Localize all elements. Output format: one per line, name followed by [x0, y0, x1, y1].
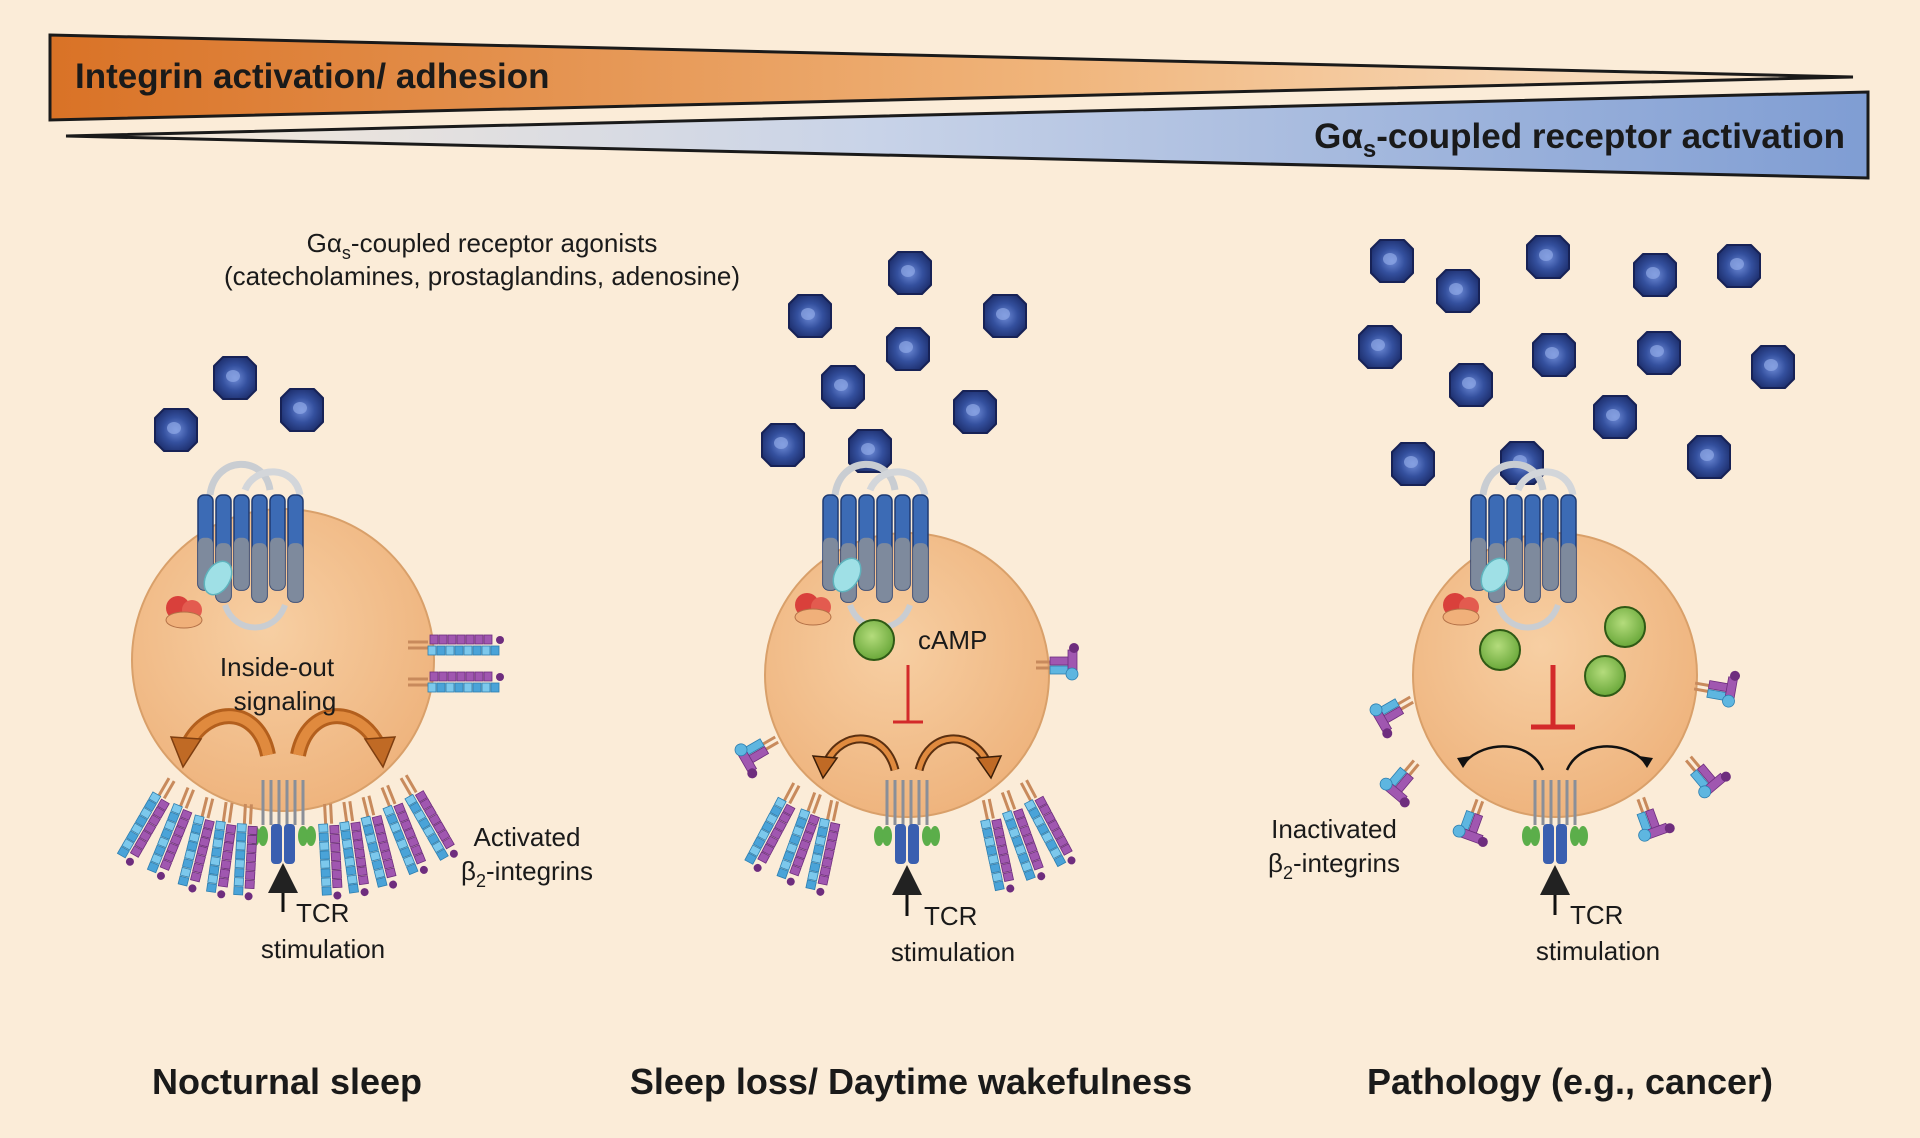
panel-sleep-loss: cAMP TCR stimulation Sleep loss/ Daytime…	[630, 625, 1192, 1102]
inside-out-arrows-icon	[811, 734, 1003, 780]
agonist-molecule-icon	[1637, 331, 1681, 375]
active-integrin-icon	[1019, 779, 1076, 868]
agonist-molecule-icon	[983, 294, 1027, 338]
cell-nocturnal-sleep	[116, 460, 504, 912]
tcr-complex-icon	[874, 780, 940, 864]
inactive-integrin-icon	[1379, 759, 1420, 808]
receptor-activation-wedge	[65, 90, 1870, 180]
camp-label: cAMP	[918, 625, 987, 655]
camp-molecule-icon	[1584, 655, 1626, 697]
stimulation-label: stimulation	[891, 937, 1015, 967]
active-integrin-icon	[177, 796, 215, 893]
panel-pathology: Inactivated β2-integrins TCR stimulation…	[1268, 814, 1773, 1102]
active-integrin-icon	[318, 803, 343, 900]
inside-out-arrows-icon	[169, 708, 397, 769]
inactive-integrin-icon	[1693, 670, 1740, 708]
tcr-complex-icon	[250, 780, 316, 864]
inactivated-integrins-label-line1: Inactivated	[1271, 814, 1397, 844]
agonist-molecule-icon	[213, 356, 257, 400]
active-integrin-icon	[360, 795, 398, 889]
agonist-molecule-icon	[821, 365, 865, 409]
activated-integrins-label-line1: Activated	[474, 822, 581, 852]
inactive-integrin-icon	[734, 735, 779, 779]
g-protein-icon	[794, 557, 862, 626]
cell-sleep-loss	[734, 460, 1079, 916]
cells	[116, 460, 1740, 916]
agonist-molecules	[154, 235, 1795, 486]
cell-pathology	[1369, 460, 1740, 915]
active-integrin-icon	[744, 782, 801, 872]
active-integrin-icon	[380, 784, 428, 876]
agonist-molecule-icon	[1717, 244, 1761, 288]
active-integrin-icon	[805, 799, 841, 896]
active-integrin-icon	[408, 671, 504, 693]
agonist-caption-line2: (catecholamines, prostaglandins, adenosi…	[224, 261, 740, 291]
gpcr-receptor-icon	[197, 460, 304, 631]
stimulation-label: stimulation	[261, 934, 385, 964]
agonist-molecule-icon	[761, 423, 805, 467]
agonist-molecule-icon	[1687, 435, 1731, 479]
inactive-integrin-icon	[1452, 798, 1488, 847]
inhibition-icon	[1531, 665, 1575, 730]
integrin-activation-wedge	[48, 33, 1854, 122]
stimulation-label: stimulation	[1536, 936, 1660, 966]
panel-caption: Pathology (e.g., cancer)	[1367, 1061, 1773, 1102]
active-integrin-icon	[980, 798, 1015, 893]
agonist-molecule-icon	[1532, 333, 1576, 377]
active-integrin-icon	[399, 774, 458, 861]
tcr-label: TCR	[296, 898, 349, 928]
agonist-molecule-icon	[953, 390, 997, 434]
g-protein-icon	[1442, 557, 1510, 626]
agonist-caption: Gαs-coupled receptor agonists (catechola…	[224, 228, 740, 291]
panel-caption: Sleep loss/ Daytime wakefulness	[630, 1061, 1192, 1102]
inactivated-integrins-label-line2: β2-integrins	[1268, 848, 1400, 883]
active-integrin-icon	[1000, 789, 1046, 881]
active-integrin-icon	[146, 787, 195, 880]
camp-molecule-icon	[853, 619, 895, 661]
inside-out-label-line2: signaling	[234, 686, 337, 716]
active-integrin-icon	[408, 634, 504, 656]
agonist-molecule-icon	[1449, 363, 1493, 407]
agonist-molecule-icon	[1633, 253, 1677, 297]
receptor-activation-label: Gαs-coupled receptor activation	[1314, 117, 1845, 163]
camp-molecule-icon	[1604, 606, 1646, 648]
agonist-molecule-icon	[154, 408, 198, 452]
panel-caption: Nocturnal sleep	[152, 1061, 422, 1102]
active-integrin-icon	[776, 791, 822, 886]
inactive-integrin-icon	[1636, 796, 1675, 842]
tcr-label: TCR	[924, 901, 977, 931]
active-integrin-icon	[206, 801, 237, 899]
gradient-banner: Integrin activation/ adhesion Gαs-couple…	[48, 33, 1870, 180]
camp-molecule-icon	[1479, 629, 1521, 671]
tcr-label: TCR	[1570, 900, 1623, 930]
agonist-molecule-icon	[1751, 345, 1795, 389]
panel-nocturnal-sleep: Inside-out signaling Activated β2-integr…	[152, 652, 593, 1102]
inactive-integrin-icon	[1684, 755, 1731, 799]
agonist-molecule-icon	[1358, 325, 1402, 369]
active-integrin-icon	[339, 801, 369, 897]
agonist-molecule-icon	[788, 294, 832, 338]
agonist-molecule-icon	[1526, 235, 1570, 279]
agonist-molecule-icon	[1391, 442, 1435, 486]
g-protein-icon	[165, 560, 233, 629]
active-integrin-icon	[116, 777, 176, 866]
inside-out-arrows-icon	[1457, 745, 1653, 771]
activated-integrins-label-line2: β2-integrins	[461, 856, 593, 891]
inhibition-icon	[893, 665, 923, 724]
agonist-molecule-icon	[888, 251, 932, 295]
agonist-molecule-icon	[886, 327, 930, 371]
inside-out-label-line1: Inside-out	[220, 652, 335, 682]
inactive-integrin-icon	[1369, 695, 1414, 739]
agonist-molecule-icon	[280, 388, 324, 432]
agonist-molecule-icon	[1436, 269, 1480, 313]
tcr-complex-icon	[1522, 780, 1588, 864]
agonist-molecule-icon	[1370, 239, 1414, 283]
agonist-caption-line1: Gαs-coupled receptor agonists	[307, 228, 658, 263]
active-integrin-icon	[233, 803, 258, 901]
agonist-molecule-icon	[1593, 395, 1637, 439]
integrin-activation-label: Integrin activation/ adhesion	[75, 57, 550, 96]
inactive-integrin-icon	[1036, 643, 1079, 681]
